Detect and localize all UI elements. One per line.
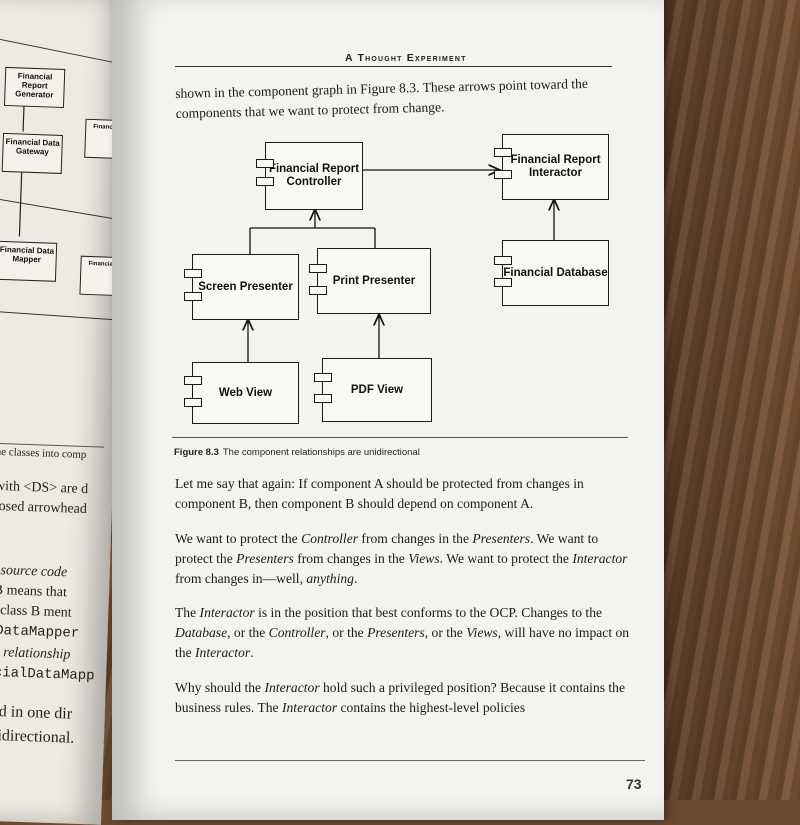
footer-rule xyxy=(175,760,645,761)
component-report-interactor: Financial Report Interactor xyxy=(502,134,609,200)
text-run: We want to protect the xyxy=(175,531,302,546)
running-header: A Thought Experiment xyxy=(345,52,467,64)
text-run: Views xyxy=(466,625,498,640)
text-run: Controller xyxy=(301,531,359,546)
text-run: , or the xyxy=(227,625,269,640)
left-text-line: ps. Closed arrowhead xyxy=(0,498,88,518)
text-run: . We want to protect the xyxy=(175,531,599,566)
left-text-line: inancialDataMapp xyxy=(0,663,95,685)
component-tab xyxy=(184,398,202,407)
component-tab xyxy=(494,256,512,265)
component-pdf-view: PDF View xyxy=(322,358,432,422)
component-diagram: Financial Report Controller Financial Re… xyxy=(172,126,632,442)
text-run: is in the position that best conforms to… xyxy=(254,605,603,620)
header-rule xyxy=(175,66,612,67)
text-run: . xyxy=(353,571,358,586)
text-run: from changes in—well, xyxy=(175,571,307,586)
text-run: , or the xyxy=(325,625,368,640)
left-text-line: B, but class B ment xyxy=(0,602,72,621)
component-tab xyxy=(184,292,202,301)
text-run: Presenters xyxy=(367,625,425,640)
component-financial-database: Financial Database xyxy=(502,240,609,306)
text-run: from changes in the xyxy=(293,551,409,566)
left-text-line: crossed in one dir xyxy=(0,701,73,723)
left-box-data-mapper: Financial Data Mapper xyxy=(0,240,58,282)
text-run: Views xyxy=(408,551,440,566)
caption-rule xyxy=(172,437,628,438)
text-run: Presenters xyxy=(472,531,531,546)
text-run: contains the highest-level policies xyxy=(337,700,526,715)
text-run: Interactor xyxy=(281,700,338,715)
text-run: Interactor xyxy=(572,551,628,566)
text-run: hold such a privileged position? Because… xyxy=(175,680,626,715)
page-number: 73 xyxy=(626,776,642,792)
left-page: Financial Report Generator Financial Dat… xyxy=(0,0,130,825)
text-run: , will have no impact on the xyxy=(175,625,630,660)
component-tab xyxy=(494,278,512,287)
component-report-controller: Financial Report Controller xyxy=(265,142,363,210)
caption-text: The component relationships are unidirec… xyxy=(222,447,420,458)
paragraph-2: We want to protect the Controller from c… xyxy=(175,529,635,589)
text-run: Why should the xyxy=(175,680,265,695)
component-tab xyxy=(309,286,327,295)
left-diagram-lines xyxy=(0,34,128,321)
left-box-data-gateway: Financial Data Gateway xyxy=(1,132,63,174)
component-web-view: Web View xyxy=(192,362,299,424)
component-tab xyxy=(314,394,332,403)
text-run: anything xyxy=(306,571,354,586)
left-box-report-generator: Financial Report Generator xyxy=(3,66,66,109)
text-run: Interactor xyxy=(195,645,251,660)
component-tab xyxy=(314,373,332,382)
text-run: . We want to protect the xyxy=(439,551,573,566)
text-run: , or the xyxy=(424,625,467,640)
left-text-line: are unidirectional. xyxy=(0,726,75,747)
component-tab xyxy=(184,269,202,278)
component-print-presenter: Print Presenter xyxy=(317,248,431,314)
component-tab xyxy=(494,148,512,157)
component-tab xyxy=(256,159,274,168)
text-run: Interactor xyxy=(264,680,320,695)
left-text-line: cialDataMapper xyxy=(0,621,80,642)
text-run: from changes in the xyxy=(358,531,473,546)
component-tab xyxy=(256,177,274,186)
text-run: Database xyxy=(175,625,228,640)
left-text-line: rked with <DS> are d xyxy=(0,478,89,498)
component-tab xyxy=(184,376,202,385)
component-tab xyxy=(309,264,327,273)
left-text-line: class B means that xyxy=(0,582,68,601)
paragraph-3: The Interactor is in the position that b… xyxy=(175,603,635,663)
left-text-line: ating the classes into comp xyxy=(0,445,87,461)
left-text-line: ements relationship xyxy=(0,644,71,663)
paragraph-1: Let me say that again: If component A sh… xyxy=(175,476,584,511)
component-screen-presenter: Screen Presenter xyxy=(192,254,299,320)
paragraph-4: Why should the Interactor hold such a pr… xyxy=(175,678,635,718)
diagram-connectors xyxy=(172,126,632,362)
text-run: Controller xyxy=(268,625,326,640)
caption-label: Figure 8.3 xyxy=(174,447,219,458)
text-run: Presenters xyxy=(236,551,294,566)
component-tab xyxy=(494,170,512,179)
text-run: Interactor xyxy=(199,605,255,620)
text-run: . xyxy=(250,645,254,660)
text-run: The xyxy=(175,605,200,620)
left-text-line: es are source code xyxy=(0,562,68,581)
